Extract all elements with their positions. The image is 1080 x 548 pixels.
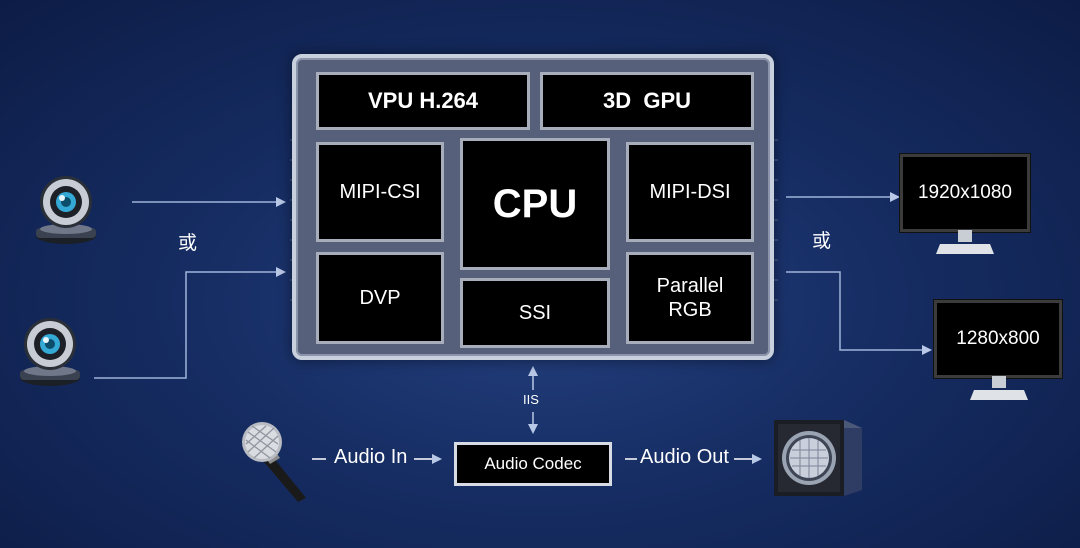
vpu-block: VPU H.264 [316, 72, 530, 130]
gpu-label: 3D GPU [602, 87, 692, 113]
output-or-label: 或 [812, 231, 832, 252]
soc-board: VPU H.264 3D GPU MIPI-CSI CPU MIPI-DSI D… [292, 54, 774, 360]
audio-in-label: Audio In [334, 446, 408, 468]
audio-codec-label: Audio Codec [484, 454, 582, 473]
display2-label: 1280x800 [956, 328, 1040, 349]
monitor-icon [970, 376, 1028, 400]
iis-label: IIS [523, 392, 539, 407]
monitor-icon [936, 230, 994, 254]
parallel-rgb-block: Parallel RGB [626, 252, 754, 344]
cpu-label: CPU [492, 182, 578, 226]
cpu-block: CPU [460, 138, 610, 270]
audio-out-label: Audio Out [640, 446, 729, 468]
mipi-dsi-label: MIPI-DSI [649, 181, 731, 203]
mipi-csi-block: MIPI-CSI [316, 142, 444, 242]
ssi-label: SSI [518, 302, 552, 324]
input-or-label: 或 [178, 233, 198, 254]
display1-label: 1920x1080 [917, 182, 1013, 203]
mipi-dsi-block: MIPI-DSI [626, 142, 754, 242]
monitor-2: 1280x800 [934, 300, 1062, 402]
monitor-1-screen: 1920x1080 [900, 154, 1030, 232]
mipi-csi-label: MIPI-CSI [339, 181, 421, 203]
gpu-block: 3D GPU [540, 72, 754, 130]
camera2-arrow [94, 267, 286, 379]
webcam-icon [36, 176, 96, 244]
monitor2-arrow [786, 271, 932, 355]
vpu-label: VPU H.264 [367, 87, 479, 113]
parallel-label: Parallel [656, 275, 724, 297]
dvp-label: DVP [359, 287, 401, 309]
microphone-icon [242, 422, 306, 502]
webcam-icon [20, 318, 80, 386]
monitor-2-screen: 1280x800 [934, 300, 1062, 378]
ssi-block: SSI [460, 278, 610, 348]
speaker-icon [774, 420, 862, 496]
monitor-1: 1920x1080 [900, 154, 1030, 256]
audio-codec-block: Audio Codec [454, 442, 612, 486]
dvp-block: DVP [316, 252, 444, 344]
rgb-label: RGB [668, 299, 712, 321]
